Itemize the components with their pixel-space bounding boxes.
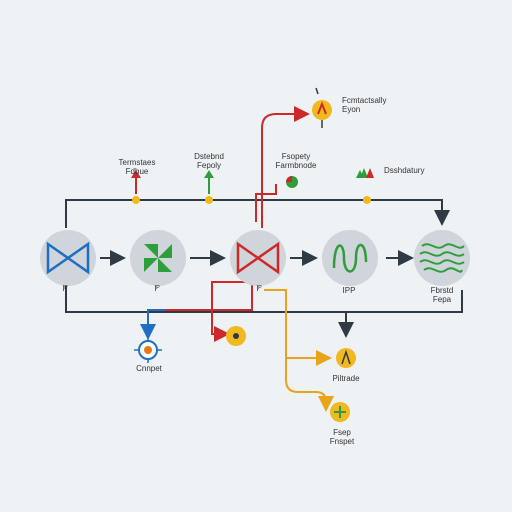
bowtie-icon xyxy=(46,241,90,275)
bus-pin-2 xyxy=(204,170,214,204)
gear-node-icon xyxy=(226,326,246,346)
node-3 xyxy=(230,230,286,286)
node-4-label: IPP xyxy=(342,286,356,295)
bowtie-red-icon xyxy=(236,241,280,275)
node-5 xyxy=(414,230,470,286)
node-1 xyxy=(40,230,96,286)
top-label-4: Dsshdatury xyxy=(384,166,425,175)
yellow-branch-1 xyxy=(264,289,332,366)
node-3-label: Iᴾ xyxy=(256,284,262,293)
node-1-label: Iᴾ xyxy=(62,284,68,293)
target-node-icon xyxy=(330,402,350,422)
bus-pin-4 xyxy=(356,168,374,204)
tool-node-icon xyxy=(336,348,356,368)
node-5-label: Fbrstd Fepa xyxy=(430,286,454,304)
compute-node-icon xyxy=(134,337,162,363)
sensor-top-right-icon xyxy=(312,87,332,128)
wave-icon xyxy=(332,243,368,273)
node-2-label: Iᴾ xyxy=(154,284,160,293)
red-mid-line xyxy=(166,284,253,311)
multi-wave-icon xyxy=(419,243,465,273)
bus-pin-1 xyxy=(131,170,141,204)
red-feedback-top xyxy=(261,106,310,228)
node-2 xyxy=(130,230,186,286)
red-feedback-inner xyxy=(255,184,277,222)
yellow-branch-2 xyxy=(285,358,334,412)
bottom-label-tool: Piltrade xyxy=(332,374,360,383)
top-bus-line xyxy=(65,199,450,228)
status-ball-icon xyxy=(286,176,298,188)
bottom-label-compute: Cnnpet xyxy=(136,364,162,373)
blue-branch xyxy=(140,309,166,340)
node-4 xyxy=(322,230,378,286)
pinwheel-icon xyxy=(144,244,172,272)
red-lower-loop xyxy=(211,281,256,342)
bottom-bus-line xyxy=(65,282,463,313)
